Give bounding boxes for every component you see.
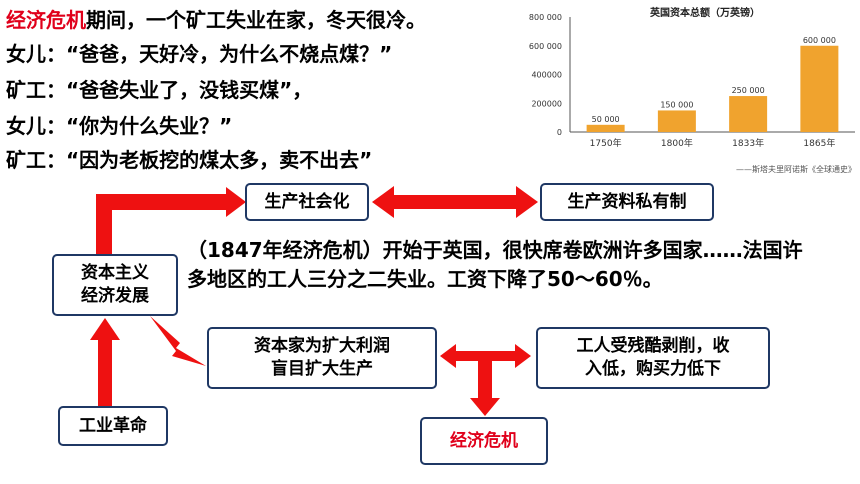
box-capitalism-line-2: 经济发展 [81,286,149,306]
box-blind-expansion-line-1: 资本家为扩大利润 [254,336,390,357]
dialogue-line-2: 女儿：“爸爸，天好冷，为什么不烧点煤？” [6,42,393,66]
chart-bar [586,124,625,132]
chart-data-label: 150 000 [660,100,693,109]
box-industrial-revolution: 工业革命 [58,406,168,446]
chart-x-tick-label: 1865年 [803,137,835,149]
dialogue-line-4: 女儿：“你为什么失业？” [6,114,233,138]
arrow-to-socialization-head [226,187,246,217]
chart-bar [657,110,696,132]
chart-data-label: 600 000 [803,36,836,45]
box-private-ownership-label: 生产资料私有制 [567,191,687,212]
chart-bar [729,96,768,132]
dialogue-line-3: 矿工：“爸爸失业了，没钱买煤”， [6,78,313,102]
arrow-to-socialization [96,194,228,254]
chart-bar [800,45,839,132]
box-private-ownership: 生产资料私有制 [540,183,714,221]
chart-x-tick-label: 1833年 [732,137,764,149]
crisis-quote: （1847年经济危机）开始于英国，很快席卷欧洲许多国家……法国许多地区的工人三分… [187,238,803,291]
chart-y-tick-label: 0 [557,128,562,137]
chart-title: 英国资本总额（万英镑） [649,6,760,19]
arrow-to-crisis-shaft [478,360,492,400]
box-production-socialization-label: 生产社会化 [264,191,350,212]
box-workers-line-2: 入低，购买力低下 [585,359,721,379]
arrow-revolution-head [90,318,120,340]
lightning-bolt-icon [150,316,206,366]
chart-y-tick-label: 600 000 [529,42,562,51]
dialogue-line-1-rest: 期间，一个矿工失业在家，冬天很冷。 [86,8,426,32]
dialogue-line-5: 矿工：“因为老板挖的煤太多，卖不出去” [6,148,373,172]
chart-y-tick-label: 200000 [531,99,562,108]
chart-data-label: 50 000 [592,115,620,124]
chart-y-tick-label: 400000 [531,71,562,80]
dialogue-line-1: 经济危机期间，一个矿工失业在家，冬天很冷。 [6,4,426,33]
box-blind-expansion-line-2: 盲目扩大生产 [271,359,373,379]
arrow-revolution-shaft [98,336,112,408]
chart-source: ——斯塔夫里阿诺斯《全球通史》 [736,164,856,174]
double-arrow-lower [440,344,531,368]
box-worker-exploitation: 工人受残酷剥削，收 入低，购买力低下 [536,327,770,389]
box-capitalism-line-1: 资本主义 [81,263,149,284]
chart-x-tick-label: 1800年 [661,137,693,149]
arrow-to-crisis-head [470,398,500,416]
box-industrial-revolution-label: 工业革命 [79,415,147,436]
chart-data-label: 250 000 [732,86,765,95]
box-economic-crisis-label: 经济危机 [450,430,518,451]
crisis-term: 经济危机 [6,8,86,32]
chart-x-tick-label: 1750年 [590,137,622,149]
box-blind-expansion: 资本家为扩大利润 盲目扩大生产 [207,327,437,389]
box-capitalism-development: 资本主义 经济发展 [52,254,178,316]
chart-y-tick-label: 800 000 [529,13,562,22]
box-workers-line-1: 工人受残酷剥削，收 [576,336,730,357]
box-economic-crisis: 经济危机 [420,417,548,465]
double-arrow-contradiction [372,186,538,218]
box-production-socialization: 生产社会化 [245,183,369,221]
